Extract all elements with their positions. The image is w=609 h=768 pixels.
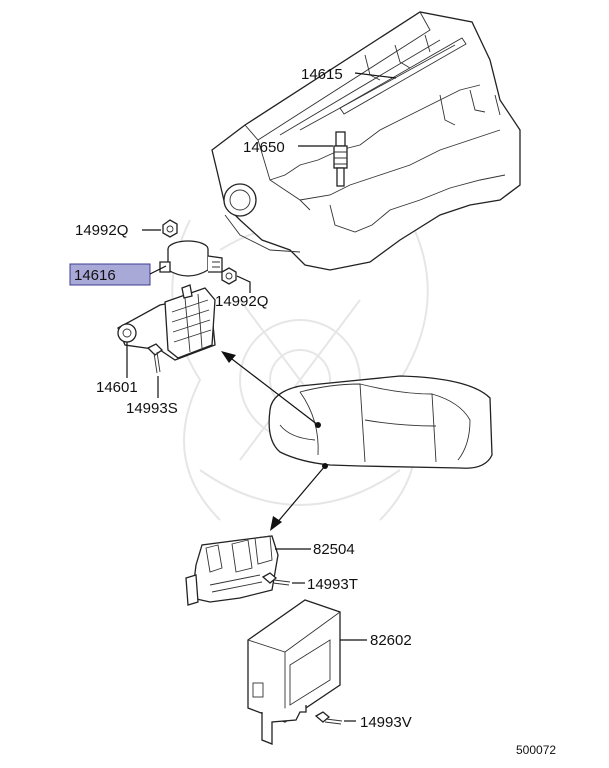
engine-cylinder-head (211, 11, 521, 271)
bolt-14993v-icon (314, 711, 343, 725)
location-arrows (221, 351, 328, 531)
callout-14993t: 14993T (307, 576, 358, 593)
nut-14992q-top-icon (162, 219, 178, 238)
diagram-code: 500072 (516, 743, 556, 757)
highlight-box-14616 (69, 263, 151, 286)
part-82602-control-unit (247, 599, 341, 745)
car-location-view (268, 375, 493, 469)
callout-14615: 14615 (301, 66, 343, 83)
callout-14616[interactable]: 14616 (74, 267, 116, 284)
part-14650 (333, 131, 348, 187)
part-82504-relay (185, 535, 279, 606)
part-14616-solenoid (159, 240, 223, 277)
callout-14992q-bottom: 14992Q (215, 293, 268, 310)
callout-82504: 82504 (313, 541, 355, 558)
nut-14992q-bottom-icon (221, 267, 237, 285)
callout-14601: 14601 (96, 379, 138, 396)
part-14601-bracket (117, 284, 216, 361)
bolt-14993s-icon (146, 343, 164, 374)
bolt-14993t-icon (261, 572, 291, 586)
callout-14650: 14650 (243, 139, 285, 156)
callout-14992q-top: 14992Q (75, 222, 128, 239)
part-14615 (339, 37, 467, 115)
callout-14993v: 14993V (360, 714, 412, 731)
callout-82602: 82602 (370, 632, 412, 649)
callout-14993s: 14993S (126, 400, 178, 417)
